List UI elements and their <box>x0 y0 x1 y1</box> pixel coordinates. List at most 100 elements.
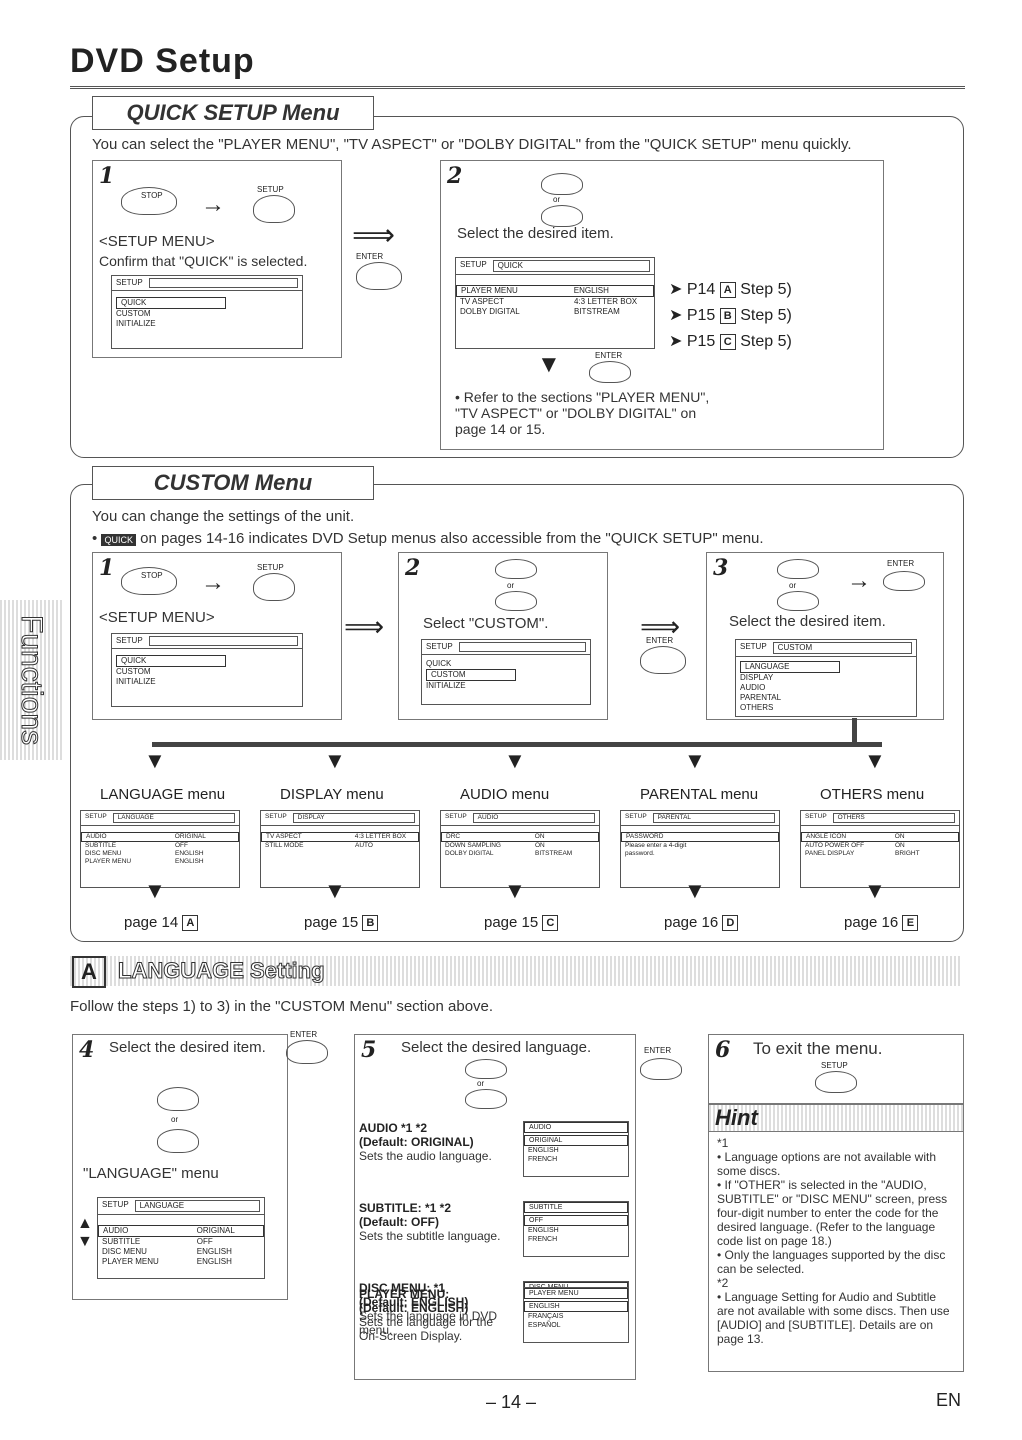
custom-step2: 2 or Select "CUSTOM". SETUP QUICK CUSTOM… <box>398 552 608 720</box>
page-link[interactable]: page 14 A <box>124 914 199 932</box>
page-link[interactable]: page 16 E <box>844 914 919 932</box>
arrow-down-icon: ▼ <box>144 748 166 773</box>
up-button-icon <box>157 1087 199 1111</box>
stop-label: STOP <box>141 191 163 200</box>
page-ref: ➤ P15 B Step 5) <box>669 307 792 324</box>
menu-row: PASSWORD <box>621 832 779 842</box>
section-letter: A <box>182 915 199 932</box>
down-button-icon <box>157 1129 199 1153</box>
language-option: PLAYER MENU:(Default: ENGLISH)Sets the l… <box>359 1287 494 1343</box>
language-setting-intro: Follow the steps 1) to 3) in the "CUSTOM… <box>70 998 494 1015</box>
arrow-down-icon: ▼ <box>144 878 166 903</box>
enter-label: ENTER <box>290 1030 318 1039</box>
arrow-down-icon: ▼ <box>324 878 346 903</box>
or-label: or <box>789 581 797 590</box>
arrow-down-icon: ▼ <box>504 748 526 773</box>
page-link[interactable]: page 15 B <box>304 914 379 932</box>
screen-tab: QUICK <box>492 260 650 272</box>
section-letter: C <box>542 915 559 932</box>
arrow-down-icon: ▼ <box>864 878 886 903</box>
hint-header: Hint <box>709 1105 963 1132</box>
menu-item: PARENTAL <box>740 693 782 702</box>
page-link[interactable]: page 16 D <box>664 914 739 932</box>
language-option: SUBTITLE: *1 *2(Default: OFF)Sets the su… <box>359 1201 501 1243</box>
language-setting-letter: A <box>72 956 106 988</box>
setup-screen: SETUP QUICK CUSTOM INITIALIZE <box>111 275 303 349</box>
enter-label: ENTER <box>887 559 915 568</box>
menu-item: DISPLAY <box>740 673 774 682</box>
menu-item: OTHERS <box>740 703 774 712</box>
enter-button-icon <box>640 646 686 674</box>
arrow-right-icon: ⟹ <box>352 219 396 252</box>
page-link[interactable]: page 15 C <box>484 914 559 932</box>
screen-header: SETUP <box>116 278 143 287</box>
arrow-down-icon: ▼ <box>864 748 886 773</box>
step-number: 1 <box>99 163 115 189</box>
custom-intro-2: • QUICK on pages 14-16 indicates DVD Set… <box>92 530 764 547</box>
setup-menu-caption: <SETUP MENU> <box>99 609 215 626</box>
or-label: or <box>507 581 515 590</box>
stop-button-icon <box>121 567 177 595</box>
arrow-down-icon: ▼ <box>324 748 346 773</box>
quick-note: • Refer to the sections "PLAYER MENU", "… <box>455 389 710 437</box>
step5-caption: Select the desired language. <box>401 1039 592 1056</box>
enter-button-icon <box>640 1058 682 1080</box>
down-button-icon <box>777 591 819 611</box>
enter-label: ENTER <box>646 636 674 645</box>
quick-step1: 1 STOP → SETUP <SETUP MENU> Confirm that… <box>92 160 342 358</box>
custom-step1: 1 STOP → SETUP <SETUP MENU> SETUP QUICK … <box>92 552 342 720</box>
step-number: 1 <box>99 555 115 581</box>
enter-label: ENTER <box>356 252 384 261</box>
lang-step6: 6 To exit the menu. SETUP <box>708 1034 964 1104</box>
menu-item: CUSTOM <box>116 309 151 318</box>
setup-button-icon <box>815 1071 857 1093</box>
side-tab: Functions <box>0 600 62 760</box>
language-code: EN <box>936 1390 962 1410</box>
step-number: 6 <box>715 1037 731 1063</box>
hint-title: Hint <box>715 1105 758 1130</box>
lang-step5: 5 Select the desired language. or AUDIO … <box>354 1034 636 1380</box>
menu-item: LANGUAGE <box>740 661 840 673</box>
section-letter: B <box>362 915 379 932</box>
menu-item: AUDIO <box>740 683 766 692</box>
step-number: 3 <box>713 555 729 581</box>
up-button-icon <box>495 559 537 579</box>
up-button-icon <box>777 559 819 579</box>
quick-setup-intro: You can select the "PLAYER MENU", "TV AS… <box>92 136 852 153</box>
page-number: – 14 – <box>486 1392 537 1412</box>
quick-setup-title: QUICK SETUP Menu <box>92 96 374 130</box>
menu-item: CUSTOM <box>116 667 151 676</box>
confirm-caption: Confirm that "QUICK" is selected. <box>99 253 308 269</box>
setup-button-icon <box>253 195 295 223</box>
setup-menu-caption: <SETUP MENU> <box>99 233 215 250</box>
up-down-arrow-icon: ▲▼ <box>77 1215 93 1250</box>
custom-step3: 3 or → ENTER Select the desired item. SE… <box>706 552 944 720</box>
custom-section <box>70 484 964 942</box>
enter-label: ENTER <box>644 1046 672 1055</box>
enter-button-icon <box>356 262 402 290</box>
setup-screen: SETUP QUICK CUSTOM INITIALIZE <box>111 633 303 707</box>
submenu-title: AUDIO menu <box>460 786 550 803</box>
enter-button-icon <box>589 361 631 383</box>
page-title: DVD Setup <box>70 42 255 80</box>
page-ref: ➤ P15 C Step 5) <box>669 333 792 350</box>
stop-label: STOP <box>141 571 163 580</box>
step2-caption: Select the desired item. <box>457 225 614 242</box>
step6-caption: To exit the menu. <box>753 1039 883 1058</box>
arrow-right-icon: → <box>201 191 225 218</box>
language-menu-caption: "LANGUAGE" menu <box>83 1165 219 1182</box>
